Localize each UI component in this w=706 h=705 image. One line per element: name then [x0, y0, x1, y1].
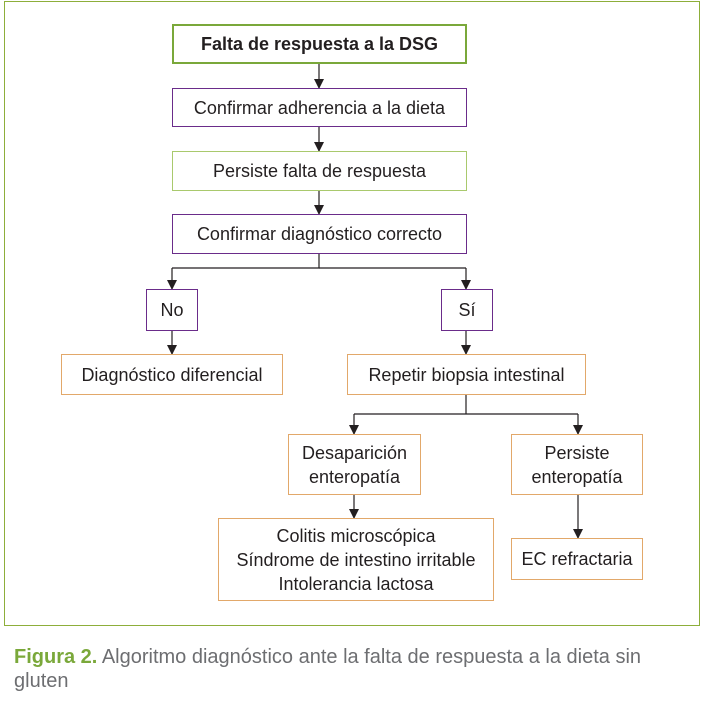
node-repeat-biopsy: Repetir biopsia intestinal — [347, 354, 586, 395]
figure-caption: Figura 2. Algoritmo diagnóstico ante la … — [14, 645, 694, 693]
node-persists-enteropathy: Persiste enteropatía — [511, 434, 643, 495]
node-outcomes: Colitis microscópica Síndrome de intesti… — [218, 518, 494, 601]
node-outcomes-line3: Intolerancia lactosa — [278, 573, 434, 594]
node-no: No — [146, 289, 198, 331]
node-confirm-diagnosis: Confirmar diagnóstico correcto — [172, 214, 467, 254]
node-differential-label: Diagnóstico diferencial — [81, 364, 263, 385]
node-start-label: Falta de respuesta a la DSG — [200, 34, 439, 54]
node-start: Falta de respuesta a la DSG — [172, 24, 467, 64]
node-refractory-label: EC refractaria — [521, 549, 633, 569]
node-disappearance-line2: enteropatía — [308, 466, 401, 487]
figure-frame — [4, 1, 700, 626]
node-confirm-adherence: Confirmar adherencia a la dieta — [172, 88, 467, 127]
figure-label: Figura 2. — [14, 646, 98, 668]
node-no-label: No — [160, 300, 184, 320]
node-confirm-diagnosis-label: Confirmar diagnóstico correcto — [196, 224, 443, 244]
node-refractory: EC refractaria — [511, 538, 643, 580]
node-persists-no-response: Persiste falta de respuesta — [172, 151, 467, 191]
branch-diagnosis — [172, 253, 320, 269]
node-confirm-adherence-label: Confirmar adherencia a la dieta — [193, 97, 446, 118]
node-differential: Diagnóstico diferencial — [61, 354, 283, 395]
node-yes-label: Sí — [458, 300, 476, 320]
node-outcomes-line2: Síndrome de intestino irritable — [236, 549, 476, 570]
node-disappearance: Desaparición enteropatía — [288, 434, 421, 495]
node-persists-enteropathy-line2: enteropatía — [531, 466, 623, 487]
node-repeat-biopsy-label: Repetir biopsia intestinal — [368, 364, 565, 385]
node-outcomes-line1: Colitis microscópica — [276, 525, 436, 546]
node-yes: Sí — [441, 289, 493, 331]
node-persists-enteropathy-line1: Persiste — [544, 442, 610, 463]
node-disappearance-line1: Desaparición — [301, 442, 408, 463]
figure-caption-text: Algoritmo diagnóstico ante la falta de r… — [14, 646, 642, 692]
node-persists-no-response-label: Persiste falta de respuesta — [212, 161, 427, 181]
